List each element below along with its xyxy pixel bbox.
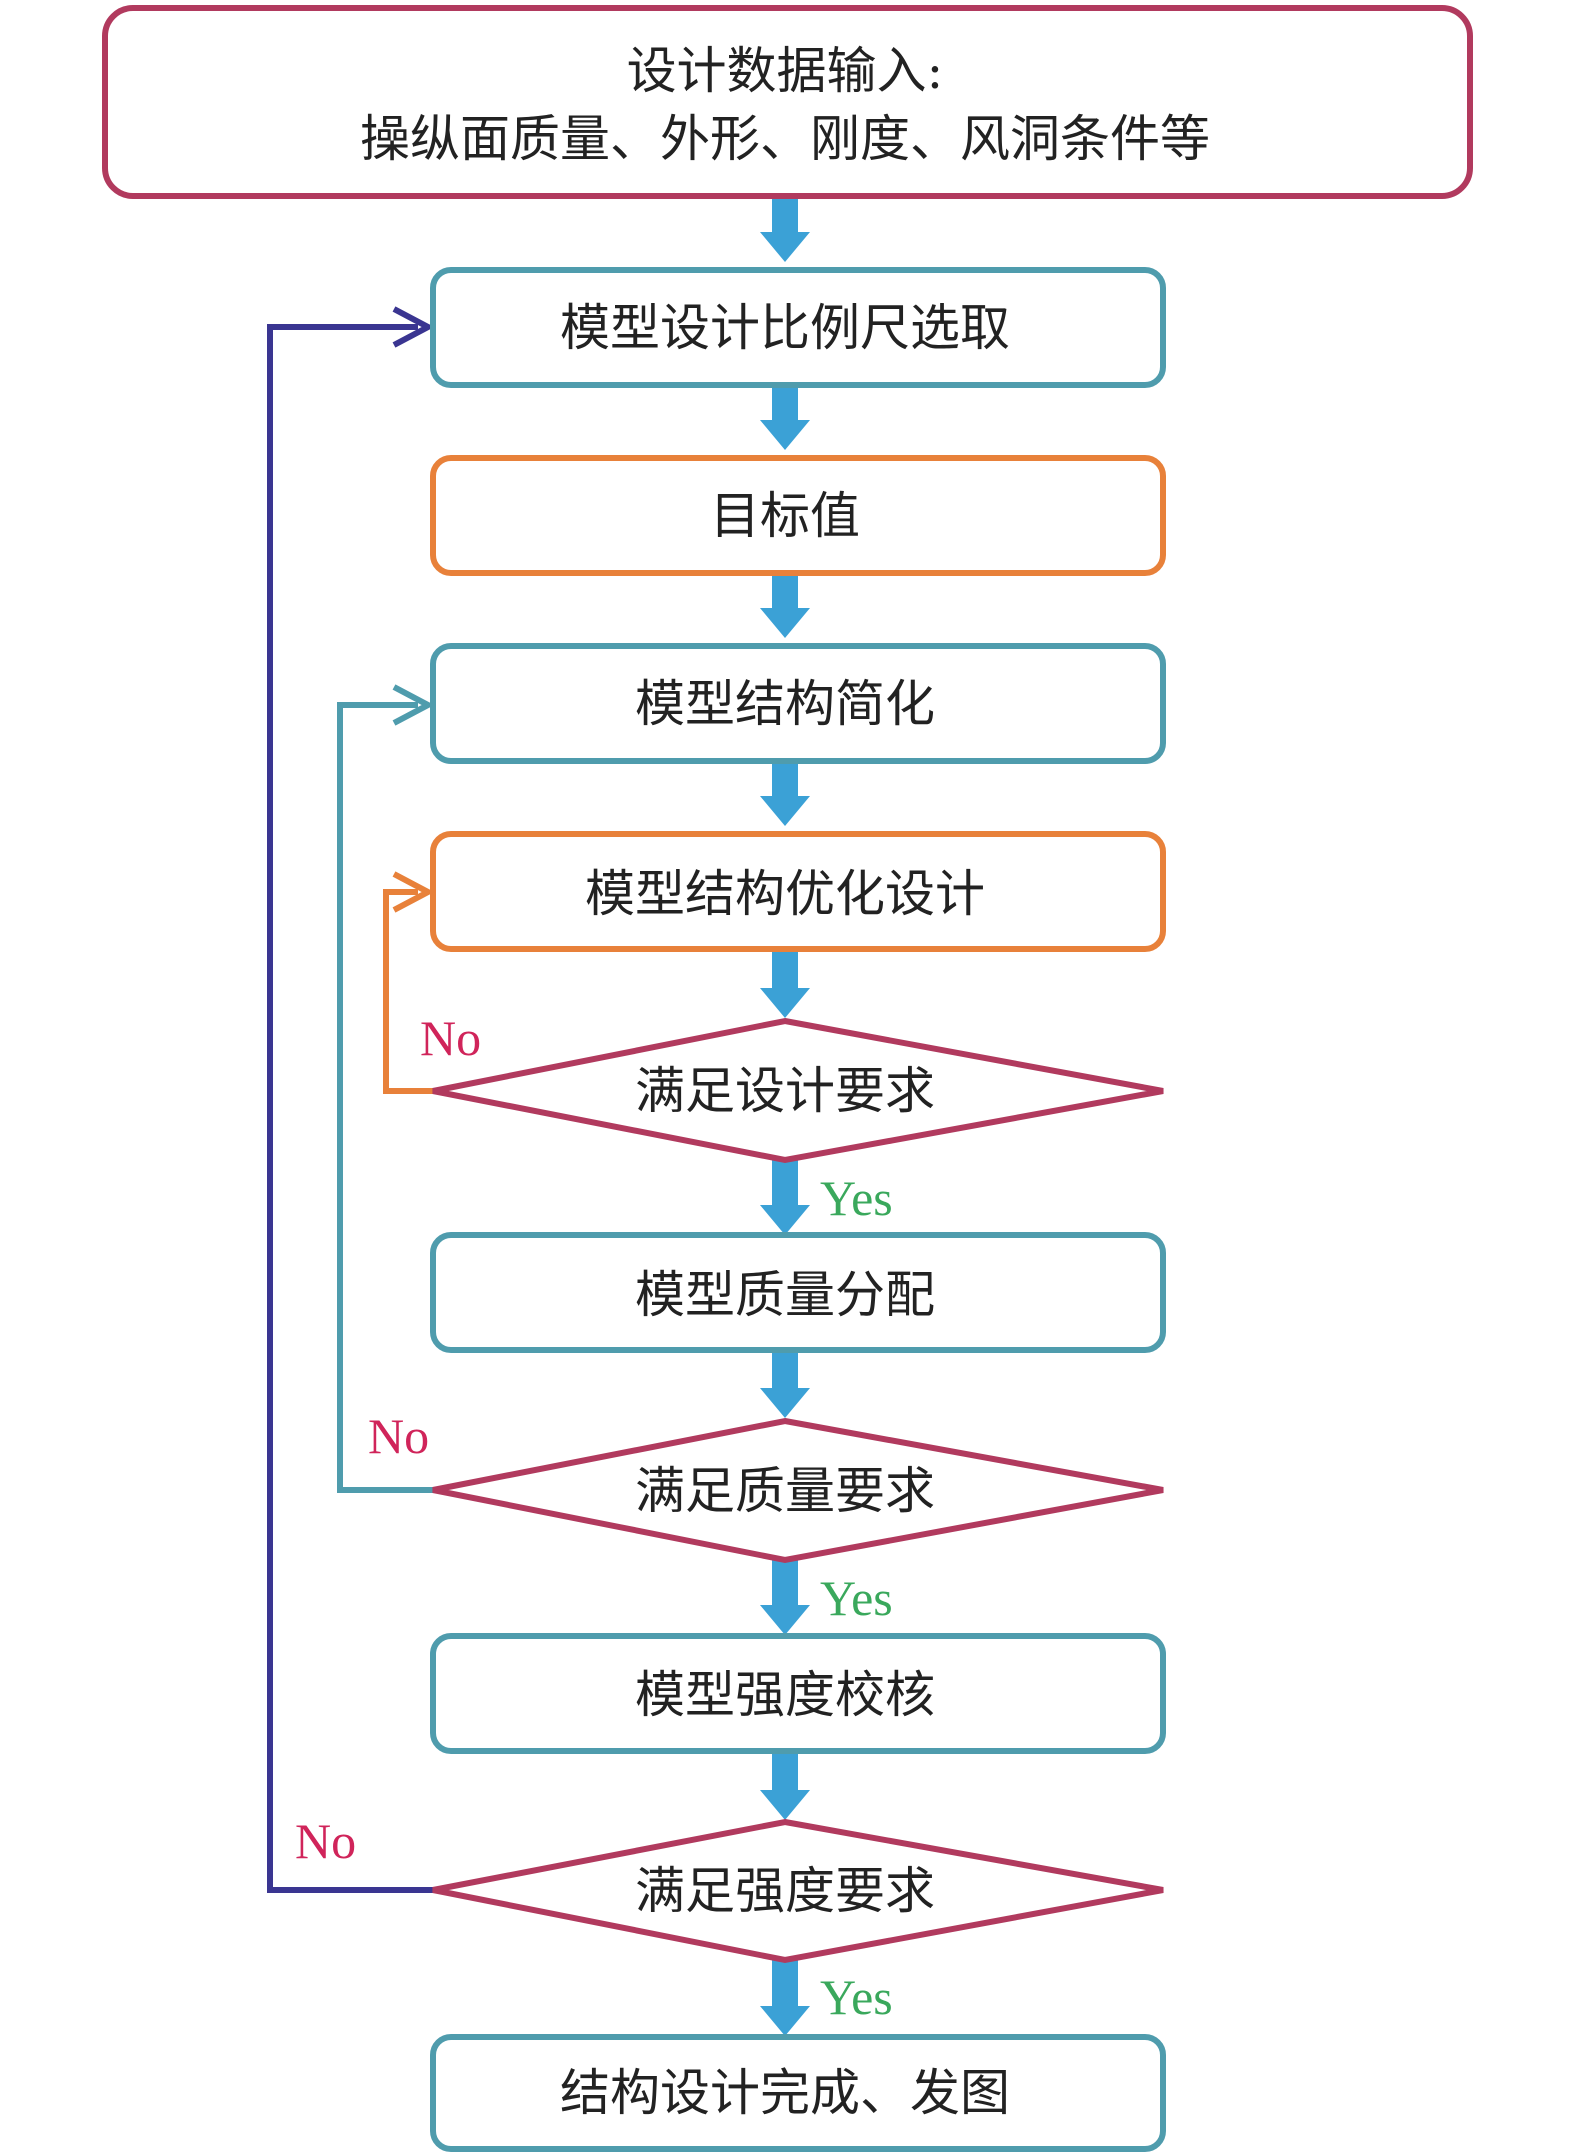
decision-design-requirement: 满足设计要求 [432, 1017, 1164, 1164]
node-structure-optimize: 模型结构优化设计 [430, 831, 1166, 952]
no-label-mass: No [368, 1408, 429, 1464]
arrow-check-design-to-mass [760, 1160, 810, 1235]
node-design-input-line1: 设计数据输入: [627, 42, 944, 100]
node-finish-label: 结构设计完成、发图 [560, 2064, 1010, 2122]
no-label-design: No [420, 1010, 481, 1066]
node-strength-check-label: 模型强度校核 [635, 1666, 935, 1724]
node-design-input: 设计数据输入: 操纵面质量、外形、刚度、风洞条件等 [102, 5, 1473, 199]
arrow-input-to-scale [760, 197, 810, 262]
arrow-mass-to-check-mass [760, 1350, 810, 1418]
node-target-value-label: 目标值 [710, 487, 860, 545]
node-structure-simplify: 模型结构简化 [430, 643, 1166, 764]
node-structure-optimize-label: 模型结构优化设计 [585, 865, 985, 923]
node-strength-check: 模型强度校核 [430, 1633, 1166, 1754]
arrow-target-to-simplify [760, 573, 810, 638]
arrow-check-strength-to-finish [760, 1960, 810, 2036]
loop-design-no [383, 871, 435, 1094]
node-target-value: 目标值 [430, 455, 1166, 576]
arrow-scale-to-target [760, 385, 810, 450]
decision-mass-requirement: 满足质量要求 [432, 1417, 1164, 1564]
loop-strength-no [267, 306, 435, 1893]
yes-label-design: Yes [820, 1170, 893, 1226]
node-finish: 结构设计完成、发图 [430, 2034, 1166, 2152]
node-structure-simplify-label: 模型结构简化 [635, 675, 935, 733]
node-mass-distribution-label: 模型质量分配 [635, 1266, 935, 1324]
arrow-simplify-to-optimize [760, 761, 810, 826]
arrow-optimize-to-check-design [760, 949, 810, 1018]
yes-label-strength: Yes [820, 1969, 893, 2025]
main-flow-arrows [760, 197, 810, 2036]
decision-strength-requirement: 满足强度要求 [432, 1818, 1164, 1964]
node-design-input-line2: 操纵面质量、外形、刚度、风洞条件等 [360, 110, 1210, 168]
arrow-strength-to-check-strength [760, 1751, 810, 1820]
decision-mass-requirement-label: 满足质量要求 [635, 1462, 935, 1520]
decision-strength-requirement-label: 满足强度要求 [635, 1862, 935, 1920]
loop-mass-no [337, 684, 435, 1493]
decision-design-requirement-label: 满足设计要求 [635, 1062, 935, 1120]
yes-label-mass: Yes [820, 1570, 893, 1626]
arrow-check-mass-to-strength [760, 1560, 810, 1635]
node-scale-selection-label: 模型设计比例尺选取 [560, 299, 1010, 357]
node-mass-distribution: 模型质量分配 [430, 1232, 1166, 1353]
node-scale-selection: 模型设计比例尺选取 [430, 267, 1166, 388]
no-label-strength: No [295, 1813, 356, 1869]
